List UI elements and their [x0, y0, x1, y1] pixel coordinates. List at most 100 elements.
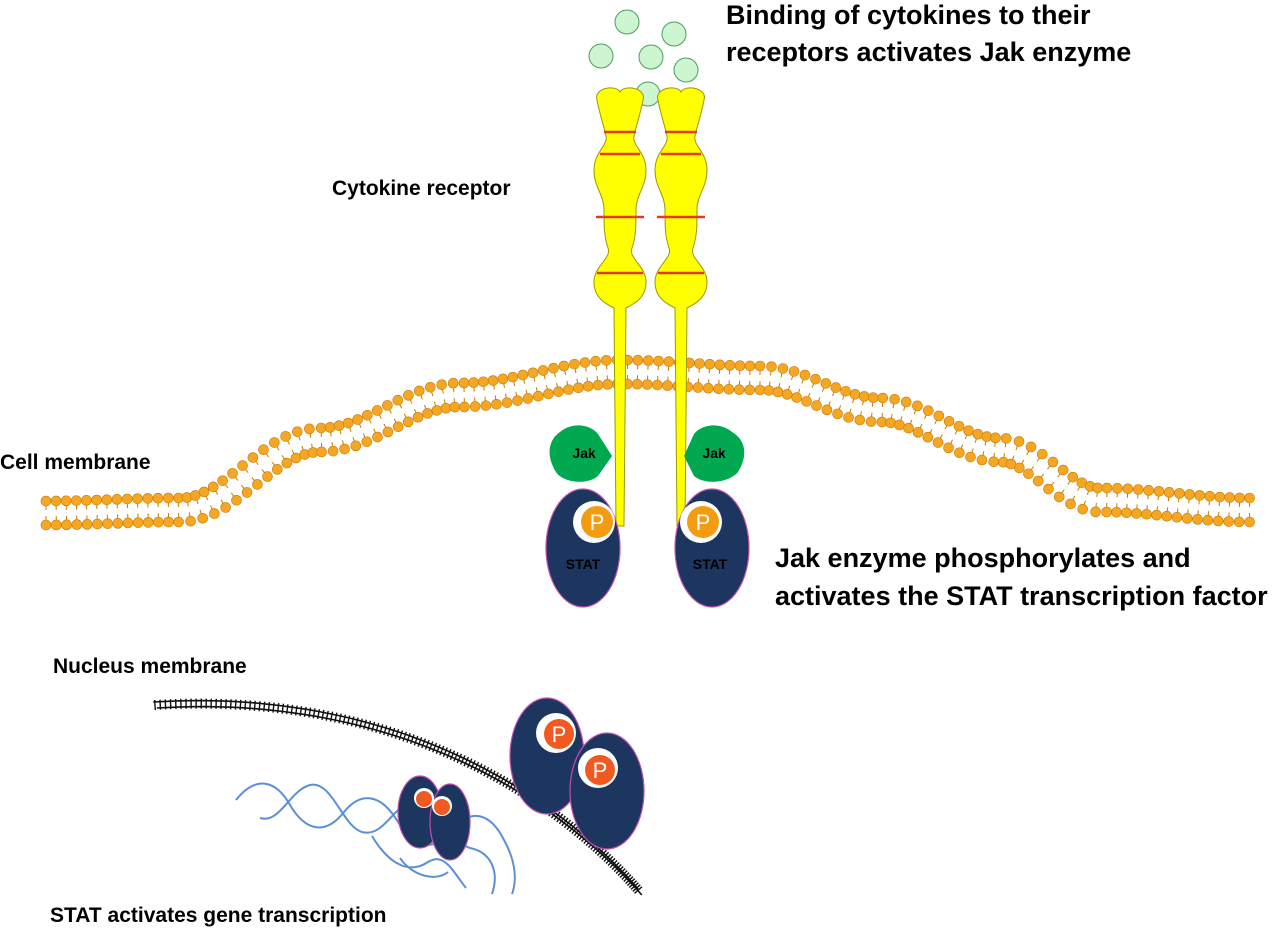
- lipid-head: [491, 398, 502, 410]
- lipid-head: [537, 365, 549, 376]
- lipid-head: [152, 492, 164, 504]
- nucleus-membrane-tick: [312, 708, 316, 719]
- lipid-head: [801, 396, 812, 407]
- lipid-head: [1224, 492, 1236, 503]
- lipid-head: [1077, 503, 1088, 515]
- nucleus-membrane-tick: [308, 707, 312, 718]
- lipid-head: [50, 495, 62, 507]
- nucleus-membrane-tick: [424, 739, 430, 750]
- phosphate: [585, 755, 615, 785]
- nucleus-membrane-tick: [321, 709, 325, 720]
- lipid-head: [1131, 508, 1142, 519]
- lipid-head: [1233, 516, 1245, 528]
- nucleus-membrane-tick: [263, 701, 266, 712]
- nucleus-membrane-tick: [354, 717, 359, 728]
- phosphate: [544, 719, 574, 749]
- nucleus-membrane-tick: [272, 702, 275, 713]
- lipid-head: [894, 419, 905, 431]
- cytokine: [638, 44, 664, 70]
- lipid-head: [1032, 475, 1044, 487]
- nucleus-membrane-tick: [596, 847, 605, 857]
- lipid-head: [425, 381, 436, 393]
- lipid-head: [1153, 485, 1165, 497]
- dna-helix: [235, 782, 516, 895]
- lipid-head: [976, 454, 988, 466]
- jak-enzymes: Jak Jak: [549, 425, 745, 482]
- lipid-head: [101, 494, 113, 505]
- lipid-head: [1161, 510, 1173, 522]
- lipid-head: [912, 400, 923, 412]
- lipid-head: [1214, 491, 1226, 503]
- lipid-head: [1111, 507, 1122, 518]
- phosphate: [416, 791, 432, 807]
- lipid-head: [590, 355, 601, 367]
- lipid-head: [252, 479, 263, 490]
- lipid-head: [642, 355, 654, 366]
- lipid-head: [766, 361, 777, 372]
- lipid-head: [1141, 508, 1152, 520]
- lipid-head: [1234, 492, 1245, 504]
- lipid-head: [662, 380, 673, 391]
- nucleus-membrane-tick: [505, 779, 512, 789]
- lipid-head: [903, 422, 914, 434]
- nucleus-membrane-tick: [375, 722, 380, 733]
- jak-label: Jak: [702, 445, 726, 461]
- lipid-head: [912, 427, 924, 438]
- lipid-head: [237, 460, 248, 471]
- caption-transcription: STAT activates gene transcription: [50, 904, 386, 927]
- receptor-extracellular-domain: [593, 87, 647, 527]
- lipid-head: [198, 486, 210, 498]
- lipid-head: [422, 408, 433, 419]
- lipid-head: [61, 519, 72, 531]
- lipid-head: [714, 359, 726, 371]
- nucleus-membrane-tick: [634, 886, 643, 894]
- nucleus-membrane-tick: [492, 772, 499, 782]
- nucleus-membrane-tick: [253, 700, 256, 711]
- nucleus-membrane-tick: [367, 720, 372, 731]
- nucleus-membrane-tick: [561, 817, 569, 827]
- lipid-head: [781, 389, 793, 400]
- lipid-head: [943, 442, 954, 454]
- lipid-head: [933, 410, 945, 422]
- nucleus-membrane-tick: [611, 861, 620, 871]
- lipid-head: [197, 512, 209, 524]
- lipid-head: [569, 358, 580, 370]
- lipid-head: [291, 426, 303, 438]
- lipid-head: [867, 392, 879, 404]
- lipid-head: [402, 416, 414, 428]
- nucleus-membrane-tick: [316, 709, 321, 720]
- lipid-head: [1171, 511, 1183, 523]
- nucleus-membrane-tick: [495, 773, 503, 784]
- lipid-head: [965, 451, 976, 463]
- lipid-head: [1244, 516, 1255, 528]
- nucleus-membrane-tick: [432, 742, 438, 753]
- cytokine: [673, 57, 699, 83]
- stat-right: P STAT: [674, 488, 750, 608]
- lipid-head: [478, 376, 489, 388]
- lipid-head: [1053, 491, 1065, 503]
- lipid-head: [954, 447, 965, 459]
- jak-right: Jak: [684, 425, 745, 482]
- caption-binding-line2: receptors activates Jak enzyme: [726, 37, 1131, 67]
- nucleus-membrane-tick: [621, 872, 630, 881]
- lipid-head: [315, 422, 327, 434]
- nucleus-membrane-tick: [617, 868, 626, 877]
- dna-strand: [259, 783, 496, 895]
- lipid-head: [694, 358, 705, 369]
- lipid-head: [702, 382, 714, 394]
- nucleus-membrane-tick: [483, 766, 490, 777]
- lipid-head: [71, 519, 83, 530]
- lipid-head: [350, 440, 362, 452]
- lipid-head: [734, 360, 746, 371]
- lipid-head: [333, 420, 345, 431]
- lipid-head: [704, 358, 716, 370]
- nucleus-membrane-tick: [466, 758, 473, 769]
- lipid-head: [963, 425, 974, 437]
- nucleus-membrane-tick: [439, 745, 445, 756]
- lipid-head: [403, 390, 414, 401]
- nucleus-membrane-tick: [435, 744, 441, 755]
- lipid-head: [217, 475, 228, 486]
- lipid-head: [40, 495, 52, 507]
- phosphate: [687, 506, 719, 538]
